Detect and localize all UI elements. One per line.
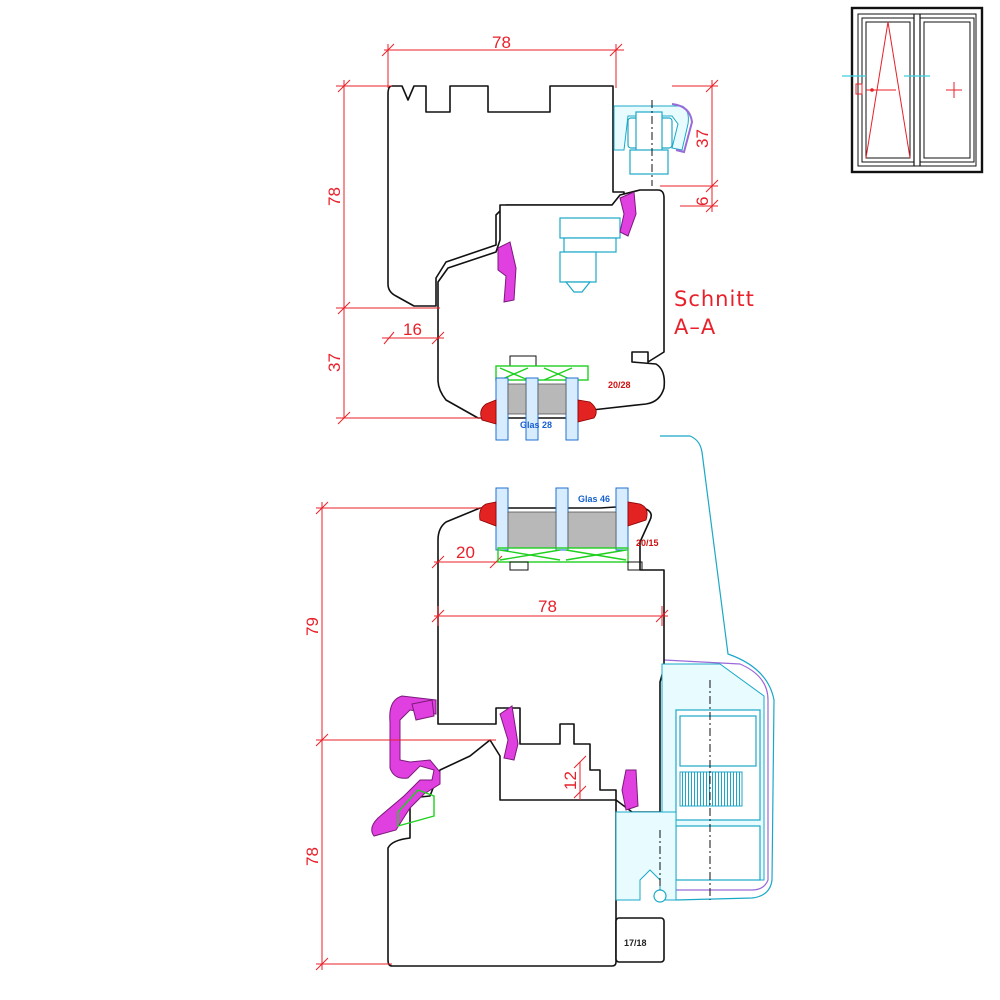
dim-bottom-upper: 79 [303, 617, 322, 636]
gasket-bottom-a [499, 705, 519, 761]
bottom-section: 17/18 79 78 20 78 [303, 435, 775, 971]
gasket-top-b [619, 191, 637, 237]
dim-bottom-offset: 20 [456, 543, 475, 562]
drip-profile [371, 695, 441, 837]
dim-top-height: 78 [325, 187, 344, 206]
section-title-line2: A–A [674, 315, 716, 339]
top-bead-label: 20/28 [608, 380, 631, 390]
bottom-glass-label: Glas 46 [578, 494, 610, 504]
top-section: 78 78 37 16 37 6 [325, 33, 719, 441]
bottom-dimensions: 79 78 20 78 12 [303, 501, 669, 971]
window-elevation-icon [842, 6, 984, 174]
top-glazing: Glas 28 20/28 [480, 355, 631, 441]
top-glass-label: Glas 28 [520, 420, 552, 430]
dim-bottom-lower: 78 [303, 847, 322, 866]
gasket-bottom-b [621, 769, 639, 811]
dim-bottom-small: 12 [561, 771, 580, 790]
dim-top-width: 78 [492, 33, 511, 52]
dim-right-upper: 37 [693, 129, 712, 148]
crosshair-icon [946, 82, 962, 98]
sill-block [615, 917, 665, 963]
dim-top-lower: 37 [325, 353, 344, 372]
top-dimensions: 78 78 37 16 37 6 [325, 33, 719, 425]
dim-bottom-width: 78 [538, 597, 557, 616]
dim-top-offset: 16 [403, 320, 422, 339]
sill-label: 17/18 [624, 938, 647, 948]
gasket-top-a [497, 241, 517, 303]
bottom-glazing: Glas 46 20/15 [479, 487, 659, 571]
bottom-hardware [615, 663, 765, 903]
bottom-frame-profile [387, 739, 617, 967]
drip-cover [660, 435, 775, 901]
top-frame-profile [387, 85, 625, 307]
top-hardware [559, 100, 694, 293]
dim-right-small: 6 [693, 197, 712, 206]
bottom-sash-profile [437, 505, 665, 813]
bottom-bead-label: 20/15 [636, 538, 659, 548]
section-title-line1: Schnitt [674, 287, 755, 311]
